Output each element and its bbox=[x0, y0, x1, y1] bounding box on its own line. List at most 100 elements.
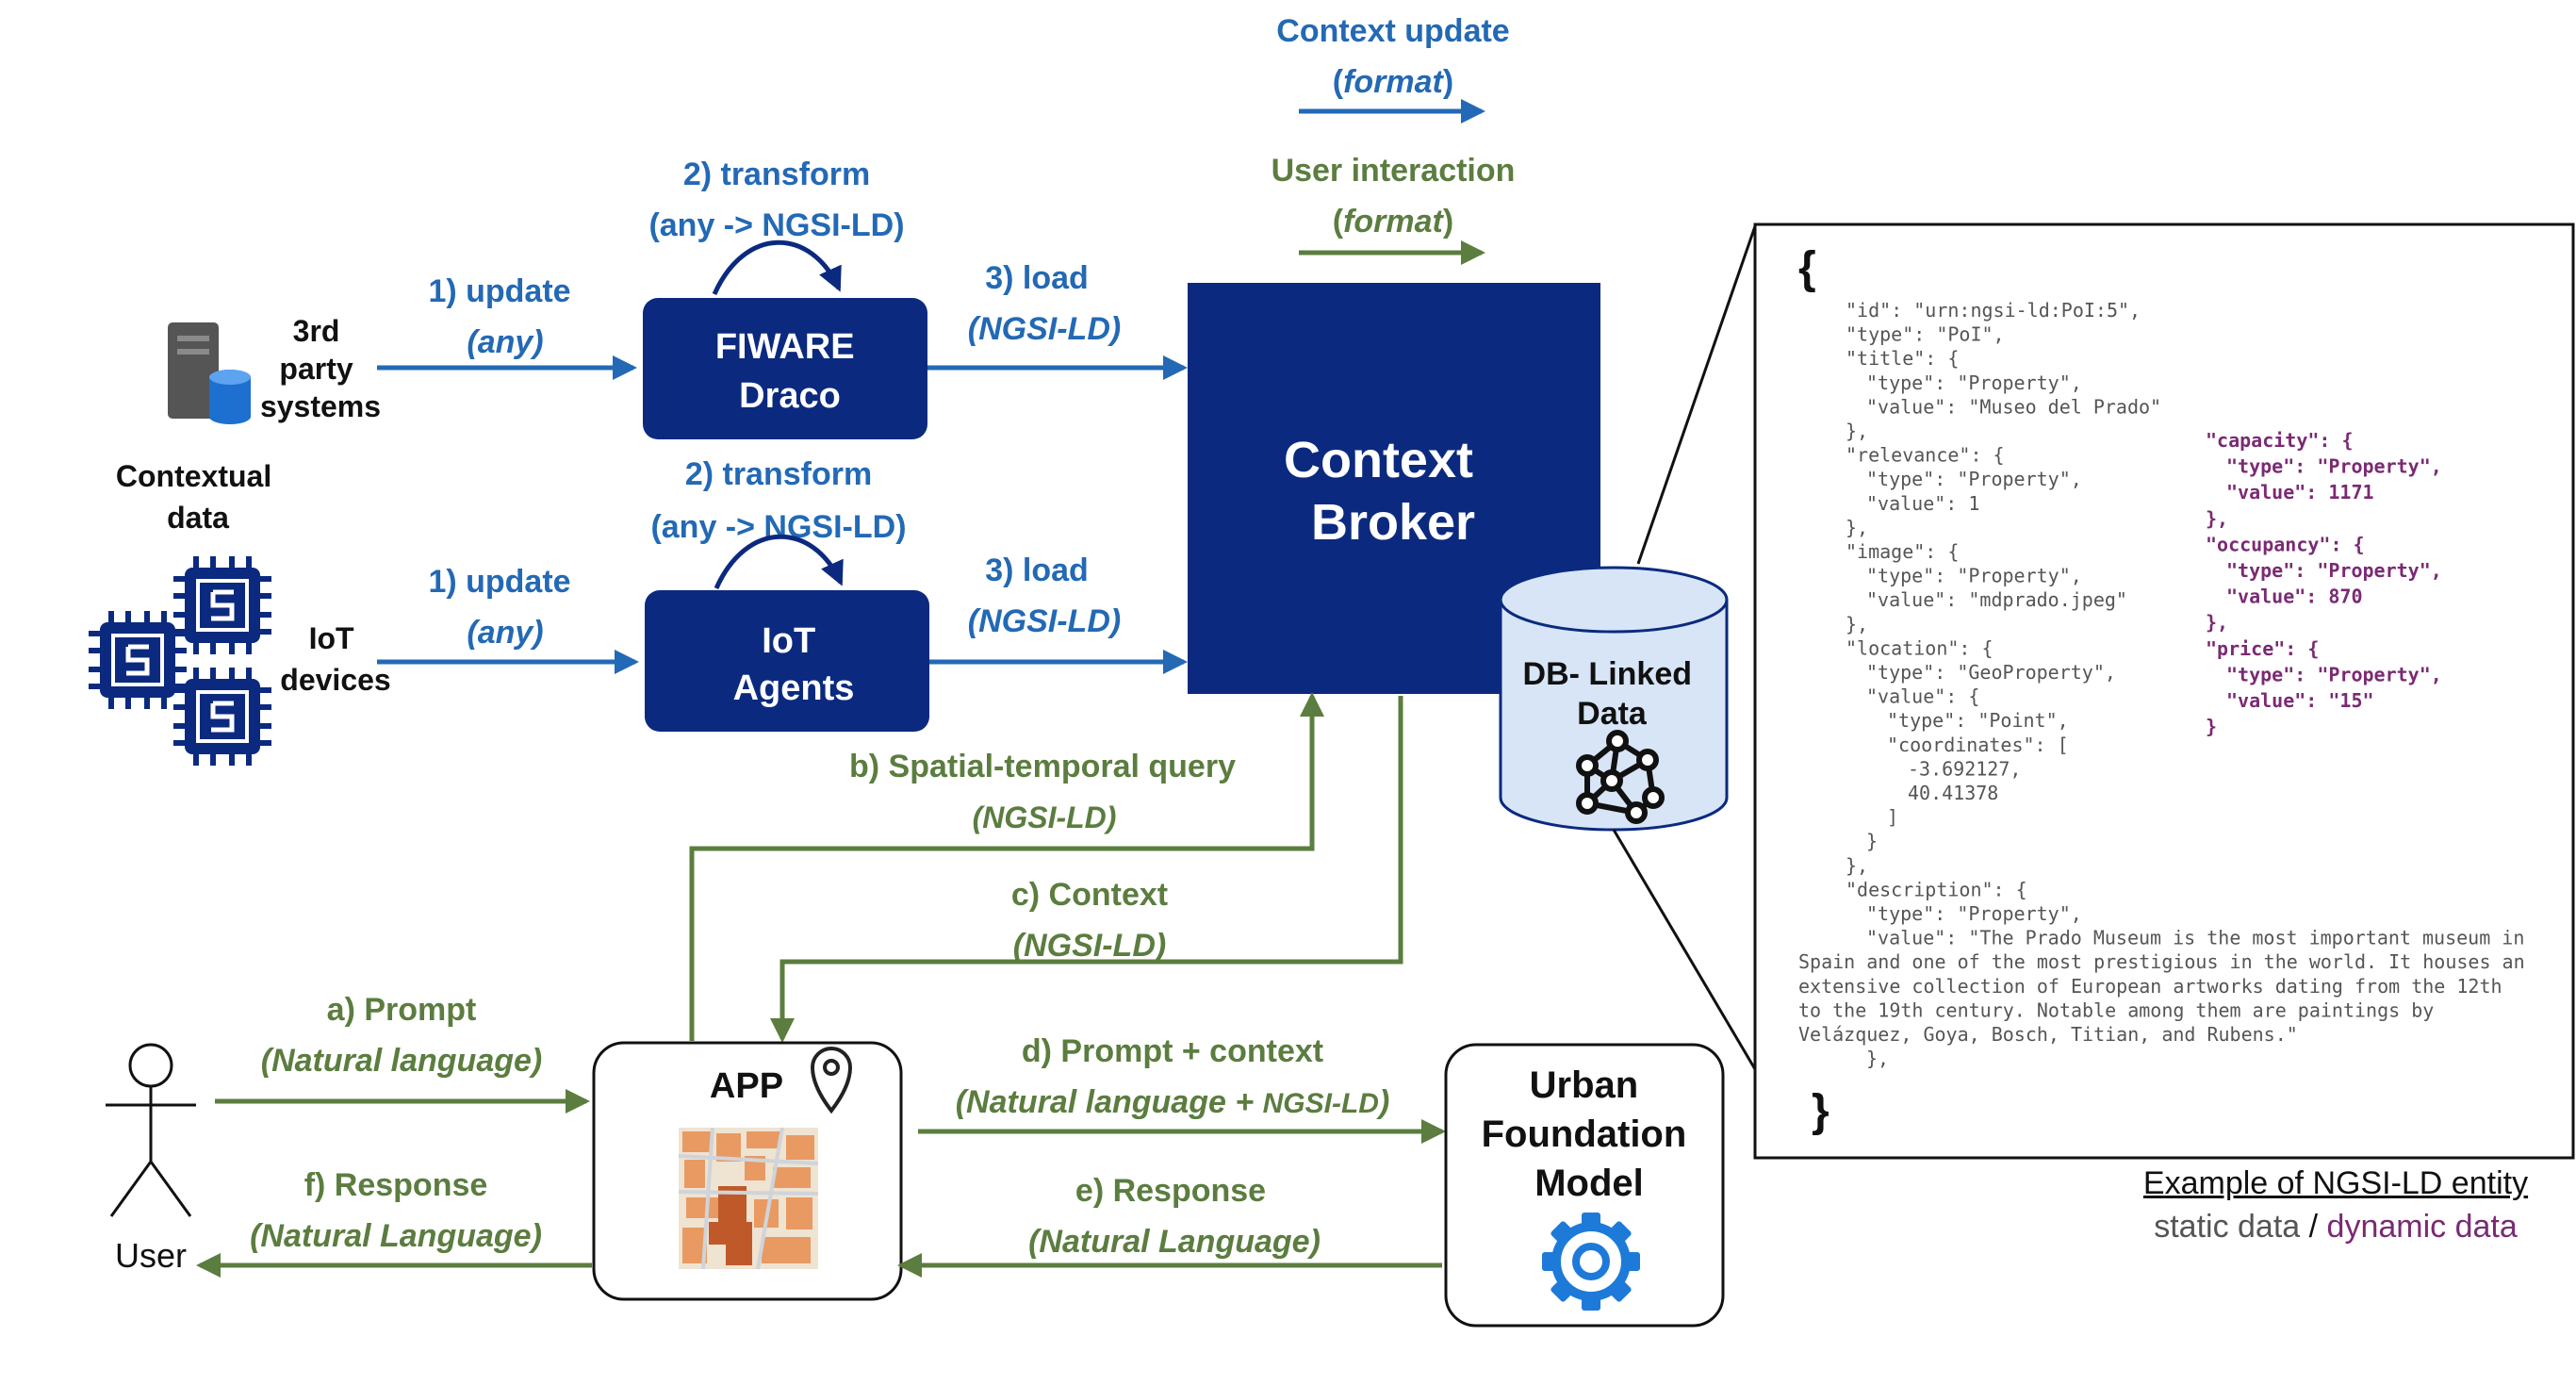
city-map-icon bbox=[678, 1127, 819, 1270]
fiware-draco-box bbox=[643, 298, 927, 439]
json-line: "coordinates": [ bbox=[1887, 734, 2069, 756]
entity-caption-legend: static data / dynamic data bbox=[2128, 1205, 2543, 1248]
urban-foundation-model-box bbox=[1444, 1043, 1725, 1328]
json-line: } bbox=[2206, 716, 2217, 738]
iot-agents-box bbox=[645, 590, 929, 732]
transform-top-label: 2) transform bbox=[683, 157, 870, 192]
microchip-icon bbox=[173, 668, 271, 766]
gear-icon bbox=[1542, 1213, 1640, 1311]
spatial-temporal-query-arrow bbox=[689, 692, 1324, 1041]
json-line: "location": { bbox=[1846, 636, 1994, 659]
json-line: }, bbox=[1846, 854, 1868, 877]
urban-foundation-model-label: Urban Foundation Model bbox=[1482, 1064, 1698, 1204]
transform-bottom-sub: (any -> NGSI-LD) bbox=[650, 509, 906, 545]
json-line: to the 19th century. Notable among them … bbox=[1798, 998, 2434, 1021]
transform-bottom-arrow bbox=[714, 534, 844, 590]
json-line: }, bbox=[1846, 613, 1868, 635]
update-top-sub: (any) bbox=[467, 324, 543, 360]
json-line: "value": 870 bbox=[2226, 586, 2363, 608]
json-line: }, bbox=[1846, 516, 1868, 538]
json-line: "type": "PoI", bbox=[1846, 323, 2005, 346]
context-arrow bbox=[770, 696, 1403, 1043]
spatial-temporal-query-sub: (NGSI-LD) bbox=[973, 800, 1117, 834]
microchip-icon bbox=[173, 556, 271, 654]
static-data-label: static data bbox=[2154, 1209, 2301, 1245]
json-line: "type": "GeoProperty", bbox=[1866, 661, 2116, 684]
iot-agents-label: IoT Agents bbox=[733, 621, 855, 708]
context-label: c) Context bbox=[1011, 877, 1168, 913]
dynamic-data-label: dynamic data bbox=[2326, 1209, 2518, 1245]
ngsi-ld-entity-panel bbox=[1753, 223, 2575, 1160]
json-line: "value": { bbox=[1866, 685, 1979, 708]
json-line: Spain and one of the most prestigious in… bbox=[1798, 950, 2525, 973]
entity-dynamic-json: "capacity": { "type": "Property", "value":… bbox=[2206, 429, 2442, 738]
update-bottom-label: 1) update bbox=[428, 564, 570, 600]
json-line: "type": "Property", bbox=[1866, 902, 2082, 925]
json-line: "type": "Property", bbox=[2226, 559, 2442, 582]
json-line: 40.41378 bbox=[1908, 782, 1998, 804]
legend: Context update (format) User interaction… bbox=[1272, 13, 1516, 265]
context-sub: (NGSI-LD) bbox=[1013, 928, 1166, 964]
json-line: "capacity": { bbox=[2206, 429, 2354, 452]
third-party-systems-label: 3rd party systems bbox=[260, 314, 381, 423]
prompt-label: a) Prompt bbox=[327, 992, 477, 1028]
linked-data-database bbox=[1499, 566, 1729, 832]
entity-caption-title: Example of NGSI-LD entity bbox=[2142, 1165, 2529, 1201]
json-line: }, bbox=[1866, 1048, 1889, 1070]
user-label: User bbox=[115, 1236, 187, 1275]
update-bottom-sub: (any) bbox=[467, 615, 543, 651]
json-line: "image": { bbox=[1846, 540, 1959, 563]
json-line: "value": "Museo del Prado" bbox=[1866, 395, 2161, 418]
spatial-temporal-query-label: b) Spatial-temporal query bbox=[849, 749, 1236, 784]
caption-separator: / bbox=[2300, 1209, 2327, 1245]
legend-user-interaction: User interaction bbox=[1272, 153, 1516, 189]
json-line: "type": "Property", bbox=[1866, 371, 2082, 394]
json-line: }, bbox=[2206, 507, 2228, 530]
contextual-data-label: Contextual data bbox=[116, 459, 280, 535]
json-line: "occupancy": { bbox=[2206, 533, 2365, 555]
prompt-sub: (Natural language) bbox=[261, 1043, 542, 1079]
entity-close-brace: } bbox=[1812, 1086, 1829, 1136]
json-line: "type": "Point", bbox=[1887, 709, 2069, 732]
legend-context-update-format: (format) bbox=[1333, 64, 1453, 100]
zoom-line-bottom bbox=[1612, 829, 1757, 1070]
response-e-label: e) Response bbox=[1075, 1173, 1266, 1209]
json-line: "type": "Property", bbox=[2226, 663, 2442, 685]
json-line: -3.692127, bbox=[1908, 757, 2021, 780]
fiware-draco-label: FIWARE Draco bbox=[715, 327, 864, 416]
json-line: "value": "15" bbox=[2226, 689, 2374, 712]
json-line: ] bbox=[1887, 806, 1898, 829]
network-graph-icon bbox=[1576, 730, 1665, 824]
json-line: "value": "The Prado Museum is the most i… bbox=[1866, 927, 2524, 949]
json-line: "type": "Property", bbox=[1866, 468, 2082, 490]
json-line: extensive collection of European artwork… bbox=[1798, 975, 2502, 998]
load-bottom-sub: (NGSI-LD) bbox=[968, 603, 1121, 639]
response-f-sub: (Natural Language) bbox=[250, 1218, 542, 1254]
json-line: "value": "mdprado.jpeg" bbox=[1866, 588, 2127, 611]
load-top-sub: (NGSI-LD) bbox=[968, 311, 1121, 347]
legend-context-update: Context update bbox=[1276, 13, 1509, 49]
server-database-icon bbox=[168, 322, 251, 424]
response-f-label: f) Response bbox=[304, 1167, 488, 1203]
transform-top-sub: (any -> NGSI-LD) bbox=[648, 207, 904, 243]
legend-user-interaction-format: (format) bbox=[1333, 204, 1453, 239]
json-line: }, bbox=[1846, 420, 1868, 442]
prompt-context-sub: (Natural language + NGSI-LD) bbox=[956, 1084, 1390, 1120]
db-linked-data-label: DB- Linked Data bbox=[1523, 656, 1701, 732]
microchip-icon bbox=[89, 611, 187, 709]
load-bottom-label: 3) load bbox=[985, 553, 1089, 588]
json-line: "relevance": { bbox=[1846, 444, 2005, 467]
stick-figure-icon bbox=[106, 1043, 196, 1217]
json-line: "value": 1 bbox=[1866, 492, 1979, 515]
json-line: "price": { bbox=[2206, 637, 2319, 660]
json-line: }, bbox=[2206, 611, 2228, 634]
json-line: "id": "urn:ngsi-ld:PoI:5", bbox=[1846, 299, 2141, 322]
prompt-context-label: d) Prompt + context bbox=[1022, 1033, 1323, 1069]
json-line: "value": 1171 bbox=[2226, 481, 2374, 503]
entity-caption: Example of NGSI-LD entity static data / … bbox=[2128, 1162, 2543, 1248]
entity-static-json: "id": "urn:ngsi-ld:PoI:5","type": "PoI",… bbox=[1798, 299, 2525, 1070]
transform-top-arrow bbox=[712, 239, 842, 296]
json-line: Velázquez, Goya, Bosch, Titian, and Rube… bbox=[1798, 1023, 2298, 1046]
load-top-label: 3) load bbox=[985, 260, 1089, 296]
